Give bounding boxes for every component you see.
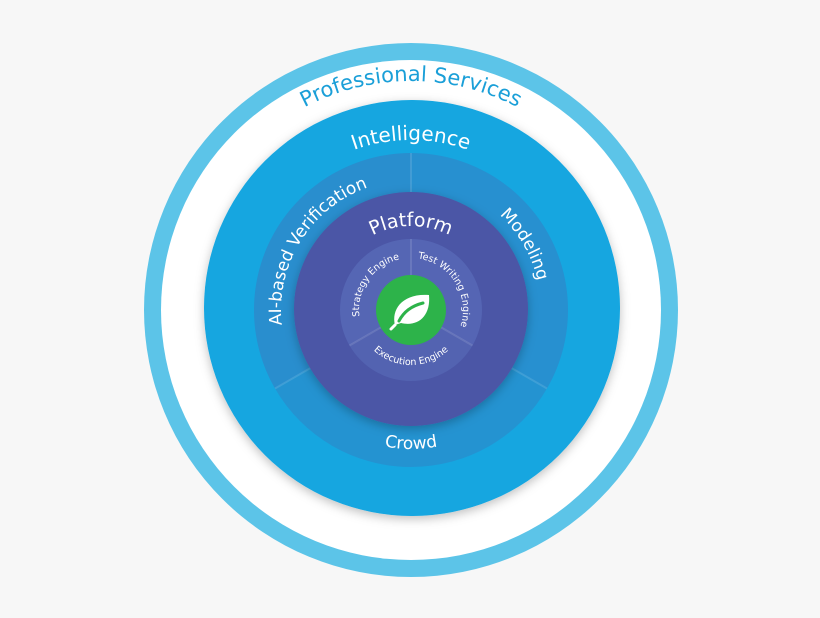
segment-divider	[505, 364, 548, 390]
intelligence-segments	[253, 153, 568, 468]
crowd-segment	[275, 365, 547, 468]
leaf-icon	[389, 294, 430, 331]
ai-based-verification-segment	[253, 153, 411, 389]
crowd-label: Crowd	[384, 432, 439, 454]
segment-divider	[274, 364, 317, 390]
modeling-segment	[411, 153, 568, 389]
